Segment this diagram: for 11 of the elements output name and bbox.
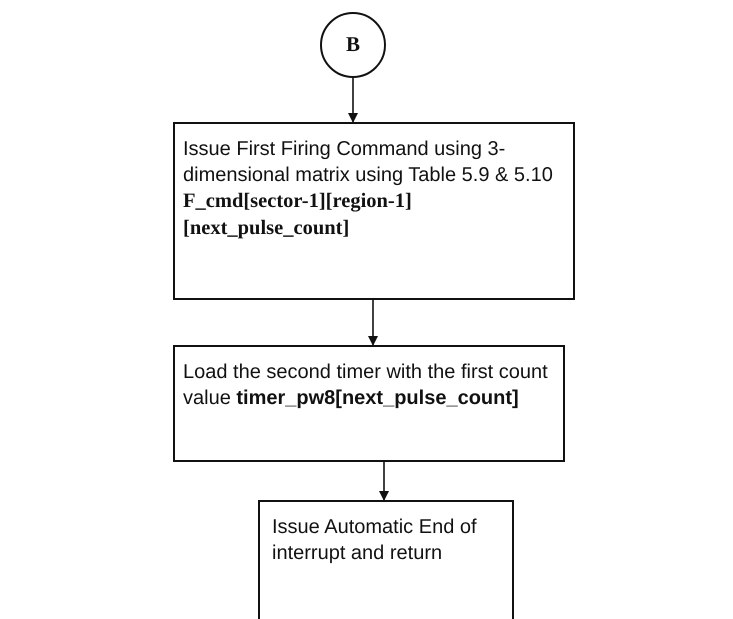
code-text: F_cmd[sector-1][region-1][next_pulse_count] [183,189,413,241]
process-box [173,122,575,300]
arrow [348,78,358,123]
process-box [258,500,514,619]
box-text: Issue Automatic End of interrupt and return [272,515,478,566]
arrow [379,462,389,501]
box-text: Load the second timer with the first count value timer_pw8[next_pulse_count] [183,360,549,411]
connector-label: B [346,31,360,58]
process-box [173,345,565,462]
arrow [368,300,378,346]
box-text: Issue First Firing Command using 3-dimensional matrix using Table 5.9 & 5.10 [183,137,554,188]
